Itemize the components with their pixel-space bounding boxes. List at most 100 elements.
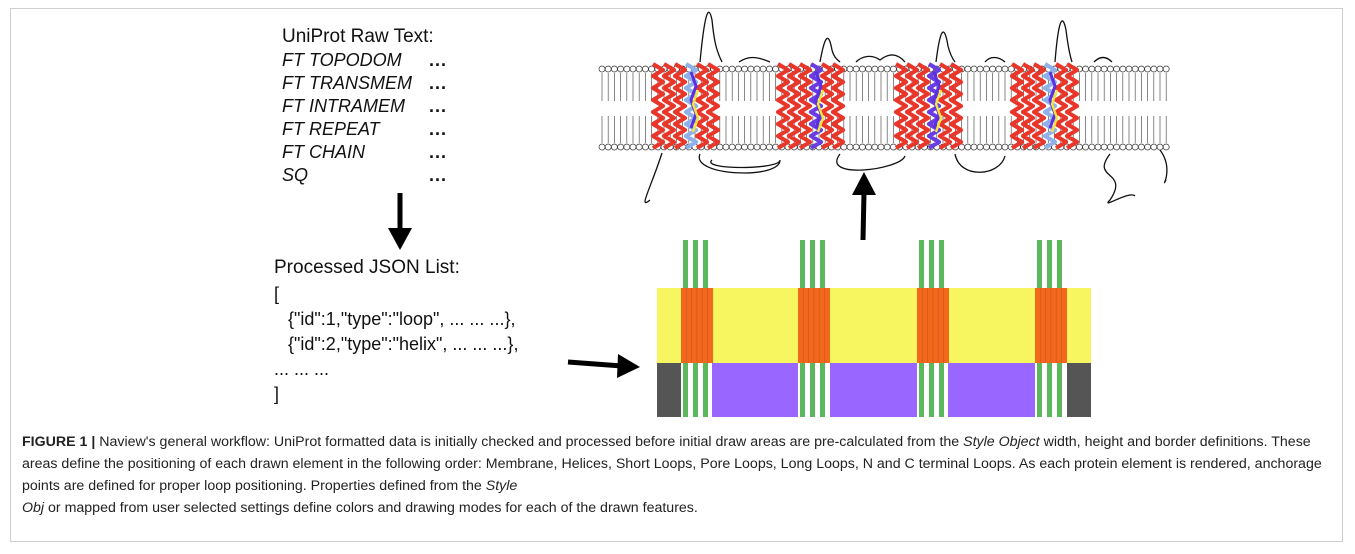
lipid-head bbox=[629, 65, 637, 73]
pore-helix bbox=[689, 71, 698, 129]
json-list-title: Processed JSON List: bbox=[274, 257, 460, 278]
raw-entry-name: FT TRANSMEM bbox=[282, 73, 412, 93]
lipid-head bbox=[1156, 143, 1164, 151]
lipid-head bbox=[871, 65, 879, 73]
lipid-head bbox=[964, 143, 972, 151]
loop bbox=[836, 153, 906, 171]
pore-helix bbox=[816, 89, 825, 133]
helix bbox=[672, 62, 688, 150]
lipid-head bbox=[1150, 65, 1158, 73]
long-loop-area bbox=[948, 363, 1035, 417]
raw-entry-name: FT REPEAT bbox=[282, 119, 380, 139]
membrane-model bbox=[598, 11, 1170, 204]
helix bbox=[948, 62, 964, 150]
short-loop-bar bbox=[703, 240, 708, 288]
lipid-head bbox=[623, 65, 631, 73]
arrow-down bbox=[388, 193, 412, 250]
lipid-head bbox=[859, 143, 866, 151]
caption-italic: Obj bbox=[22, 500, 45, 516]
lipid-head bbox=[995, 65, 1003, 73]
helix bbox=[1042, 62, 1058, 150]
short-loop-bar bbox=[1057, 240, 1062, 288]
helix bbox=[937, 62, 953, 150]
lipid-head bbox=[1138, 65, 1145, 73]
n-terminal-area bbox=[657, 363, 681, 417]
lipid-head bbox=[741, 65, 748, 73]
long-loop-bar bbox=[1057, 363, 1062, 417]
short-loop-bar bbox=[820, 240, 825, 288]
lipid-head bbox=[883, 143, 891, 151]
loop bbox=[698, 153, 781, 174]
json-line: {"id":1,"type":"loop", ... ... ...}, bbox=[288, 309, 516, 329]
lipid-head bbox=[604, 143, 612, 151]
helix bbox=[705, 62, 721, 150]
lipid-head bbox=[1144, 65, 1151, 73]
raw-entry-name: FT CHAIN bbox=[282, 142, 365, 162]
lipid-head bbox=[716, 143, 724, 151]
lipid-head bbox=[1094, 65, 1102, 73]
lipid-head bbox=[865, 143, 872, 151]
lipid-head bbox=[1125, 65, 1133, 73]
lipid-head bbox=[1138, 143, 1145, 151]
helix bbox=[786, 62, 802, 150]
lipid-head bbox=[766, 143, 773, 151]
lipid-head bbox=[871, 143, 879, 151]
lipid-head bbox=[995, 143, 1003, 151]
lipid-head bbox=[983, 65, 990, 73]
lipid-head bbox=[1107, 143, 1114, 151]
long-loop-area bbox=[830, 363, 917, 417]
loop bbox=[1093, 56, 1113, 63]
lipid-head bbox=[623, 143, 631, 151]
caption-text: width, height and border definitions. Th… bbox=[22, 434, 1322, 494]
loop bbox=[819, 37, 841, 63]
lipid-head bbox=[865, 65, 872, 73]
raw-entry-dots: ... bbox=[429, 142, 448, 162]
loop bbox=[954, 153, 1006, 173]
lipid-head bbox=[635, 143, 643, 151]
helix bbox=[775, 62, 791, 150]
lipid-head bbox=[759, 143, 767, 151]
short-loop-bar bbox=[919, 240, 924, 288]
short-loop-bar bbox=[693, 240, 698, 288]
lipid-head bbox=[846, 65, 854, 73]
lipid-head bbox=[728, 143, 736, 151]
loop bbox=[855, 54, 906, 63]
helix bbox=[694, 62, 710, 150]
helix bbox=[926, 62, 942, 150]
lipid-head bbox=[1156, 65, 1164, 73]
lipid-head bbox=[852, 65, 860, 73]
loop bbox=[1054, 20, 1073, 63]
lipid-head bbox=[989, 143, 996, 151]
json-line: {"id":2,"type":"helix", ... ... ...}, bbox=[288, 334, 519, 354]
long-loop-bar bbox=[929, 363, 934, 417]
lipid-head bbox=[976, 65, 984, 73]
helix bbox=[683, 62, 699, 150]
lipid-head bbox=[1131, 143, 1139, 151]
lipid-head bbox=[1100, 143, 1108, 151]
short-loop-bar bbox=[683, 240, 688, 288]
lipid-head bbox=[648, 65, 655, 73]
raw-entry-name: FT TOPODOM bbox=[282, 50, 402, 70]
raw-text-title: UniProt Raw Text: bbox=[282, 26, 434, 47]
json-open-bracket: [ bbox=[274, 284, 280, 304]
lipid-head bbox=[735, 65, 742, 73]
arrow-up bbox=[852, 172, 876, 241]
lipid-head bbox=[772, 65, 779, 73]
caption-italic: Style bbox=[485, 478, 518, 494]
pore-helix bbox=[934, 89, 943, 133]
membrane-area bbox=[657, 288, 1091, 363]
lipid-head bbox=[611, 143, 618, 151]
lipid-head bbox=[846, 143, 854, 151]
long-loop-bar bbox=[693, 363, 698, 417]
short-loop-bar bbox=[1037, 240, 1042, 288]
lipid-head bbox=[989, 65, 996, 73]
helix bbox=[904, 62, 920, 150]
lipid-head bbox=[1076, 143, 1083, 151]
caption-italic: Style Object bbox=[963, 434, 1040, 450]
lipid-head bbox=[753, 65, 761, 73]
helix bbox=[830, 62, 846, 150]
long-loop-area bbox=[712, 363, 798, 417]
short-loop-bar bbox=[800, 240, 805, 288]
lipid-head bbox=[1113, 143, 1120, 151]
lipid-head bbox=[1113, 65, 1120, 73]
